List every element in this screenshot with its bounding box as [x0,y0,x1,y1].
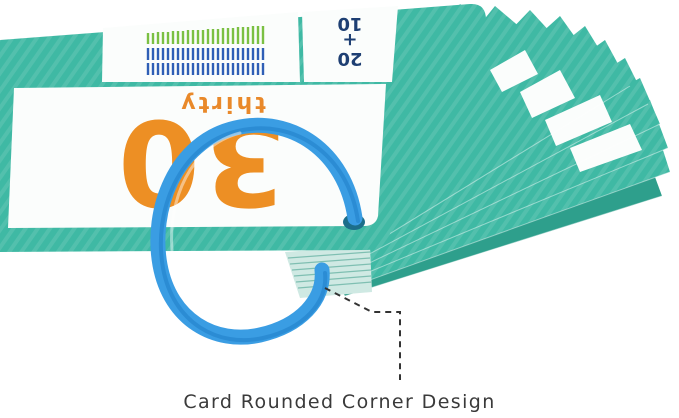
number-word-group: thirty [178,91,265,116]
binder-ring-icon [150,117,363,345]
back-card-panel [490,50,538,92]
addition-text: 20 + 10 [337,13,362,69]
back-card-panel [520,70,575,118]
card-stack-lines [287,251,373,289]
tally-row-blue-2 [146,63,265,75]
tally-marks [146,26,265,75]
number-word: thirty [178,91,265,116]
tally-row-green [146,26,265,44]
tally-panel [102,12,300,82]
back-card-panel [570,124,642,172]
callout-leader-line [324,287,401,380]
addition-top: 20 [337,48,362,69]
big-number-group: 30 [114,93,286,231]
addition-bottom: 10 [337,13,362,34]
addition-panel [302,6,398,82]
tally-row-blue-1 [146,48,265,60]
big-number: 30 [114,93,286,231]
caption: Card Rounded Corner Design [183,391,496,413]
addition-operator: + [342,29,357,50]
back-card-panel [545,95,612,146]
